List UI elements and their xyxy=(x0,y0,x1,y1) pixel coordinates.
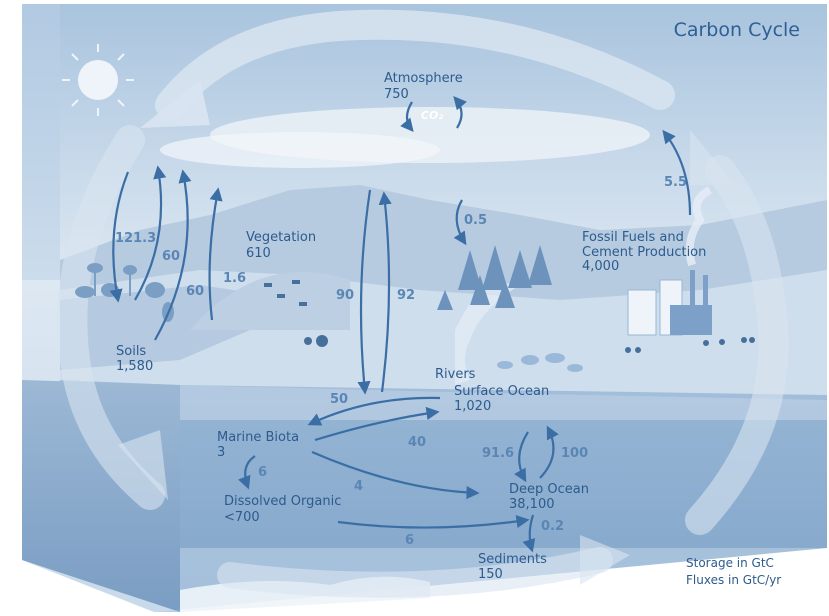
co2-label: CO₂ xyxy=(421,109,443,122)
flux-label: 100 xyxy=(561,446,588,461)
legend-storage: Storage in GtC xyxy=(686,556,774,570)
flux-label: 6 xyxy=(258,465,267,480)
sediments-value: 150 xyxy=(478,567,503,582)
flux-label: 91.6 xyxy=(482,446,514,461)
ring-arrowhead xyxy=(690,130,735,185)
vegetation-field xyxy=(190,271,350,330)
flux-label: 4 xyxy=(354,479,363,494)
flux-label: 90 xyxy=(336,288,354,303)
flux-label: 0.2 xyxy=(541,519,564,534)
ring-arrowhead xyxy=(118,430,168,500)
cloud xyxy=(160,132,440,168)
fossil-fuels-value: 4,000 xyxy=(582,259,619,274)
flux-label: 60 xyxy=(162,249,180,264)
diagram-title: Carbon Cycle xyxy=(674,19,800,41)
atmosphere-value: 750 xyxy=(384,87,409,102)
vegetation-value: 610 xyxy=(246,246,271,261)
rivers-label: Rivers xyxy=(435,367,476,382)
dissolved-organic-label: Dissolved Organic xyxy=(224,494,341,509)
factory-icon xyxy=(627,186,712,336)
fossil-fuels-label: Fossil Fuels and xyxy=(582,230,684,245)
cars-icon xyxy=(625,337,755,353)
mountains xyxy=(60,185,827,300)
atmosphere-label: Atmosphere xyxy=(384,71,463,86)
flux-arrows xyxy=(109,95,692,553)
flux-label: 0.5 xyxy=(464,213,487,228)
flux-label: 92 xyxy=(397,288,415,303)
flux-label: 60 xyxy=(186,284,204,299)
legend-fluxes: Fluxes in GtC/yr xyxy=(686,573,781,587)
surface-ocean-label: Surface Ocean xyxy=(454,384,549,399)
river xyxy=(455,283,520,385)
cycle-ring xyxy=(57,9,789,598)
sun-icon xyxy=(62,44,134,116)
left-face xyxy=(22,4,60,280)
wetland-icons xyxy=(497,353,583,372)
flux-label: 5.5 xyxy=(664,175,687,190)
fossil-fuels-label-line2: Cement Production xyxy=(582,245,706,260)
flux-label: 40 xyxy=(408,435,426,450)
deep-ocean-label: Deep Ocean xyxy=(509,482,589,497)
marine-biota-value: 3 xyxy=(217,445,225,460)
tractor-icon xyxy=(304,335,328,347)
deep-ocean-value: 38,100 xyxy=(509,497,555,512)
ring-arrowhead xyxy=(140,80,210,128)
ring-arrowhead xyxy=(580,535,630,585)
dissolved-organic-value: <700 xyxy=(224,510,260,525)
soils-value: 1,580 xyxy=(116,359,153,374)
block-front xyxy=(154,420,827,612)
flux-label: 6 xyxy=(405,533,414,548)
marine-biota-label: Marine Biota xyxy=(217,430,299,445)
soils-label: Soils xyxy=(116,344,146,359)
livestock-icons xyxy=(264,280,307,306)
forest xyxy=(437,245,552,310)
flux-label: 50 xyxy=(330,392,348,407)
flux-label: 121.3 xyxy=(115,231,156,246)
vegetation-label: Vegetation xyxy=(246,230,316,245)
surface-ocean-value: 1,020 xyxy=(454,399,491,414)
flux-label: 1.6 xyxy=(223,271,246,286)
sediments-label: Sediments xyxy=(478,552,547,567)
